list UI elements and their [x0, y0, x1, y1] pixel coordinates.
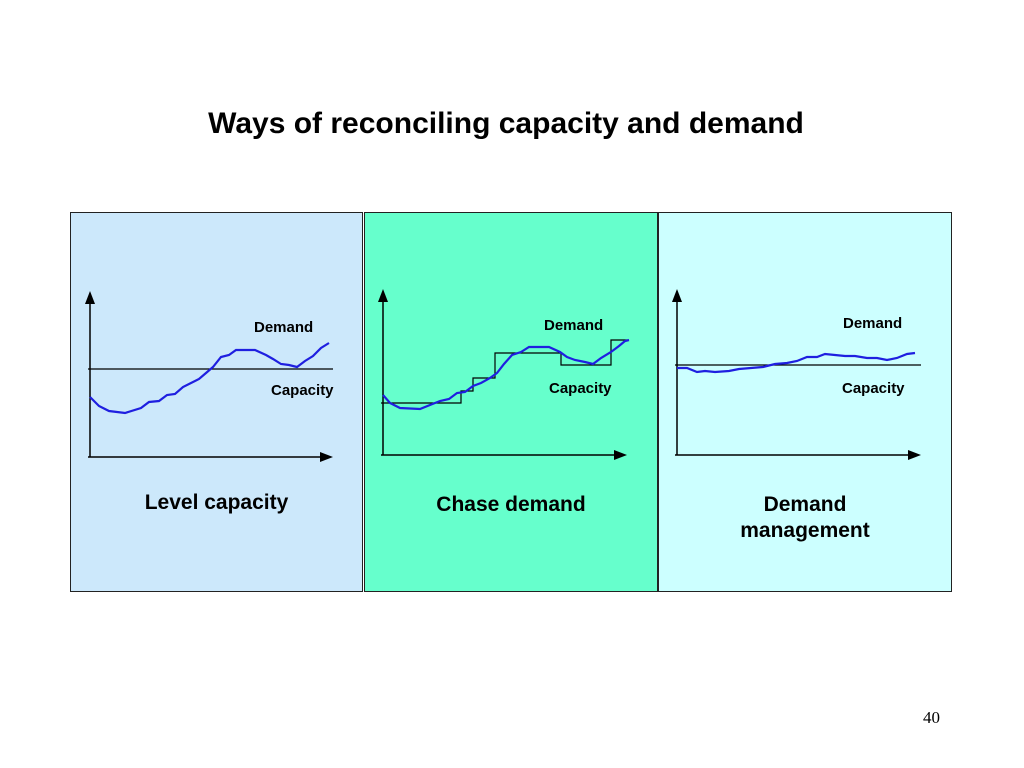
demand-line [89, 342, 330, 415]
demand-label: Demand [254, 319, 313, 336]
y-axis-arrow-icon [378, 289, 388, 302]
panel-label: Level capacity [144, 491, 289, 514]
demand-line [382, 338, 630, 411]
panel-label: Demand management [659, 492, 951, 544]
capacity-label: Capacity [842, 380, 905, 397]
slide-title: Ways of reconciling capacity and demand [208, 107, 804, 140]
panel-label-line-2: management [740, 519, 870, 542]
demand-line [677, 351, 916, 374]
panel-label-line-1: Demand [763, 493, 847, 516]
capacity-label: Capacity [271, 382, 334, 399]
y-axis-arrow-icon [85, 291, 95, 304]
x-axis-arrow-icon [320, 452, 333, 462]
x-axis-arrow-icon [614, 450, 627, 460]
chase-demand-diagram: Demand Capacity [378, 289, 630, 460]
panel-level-capacity: Demand Capacity Level capacity [70, 212, 363, 592]
panel-label: Chase demand [436, 493, 586, 516]
y-axis-arrow-icon [672, 289, 682, 302]
page-number: 40 [923, 708, 940, 727]
x-axis-arrow-icon [908, 450, 921, 460]
demand-management-diagram: Demand Capacity [672, 289, 921, 460]
level-capacity-diagram: Demand Capacity [85, 291, 334, 462]
demand-label: Demand [843, 315, 902, 332]
demand-label: Demand [544, 317, 603, 334]
capacity-label: Capacity [549, 380, 612, 397]
panel-demand-management: Demand Capacity Demand management [658, 212, 952, 592]
panel-chase-demand: Demand Capacity Chase demand [364, 212, 658, 592]
